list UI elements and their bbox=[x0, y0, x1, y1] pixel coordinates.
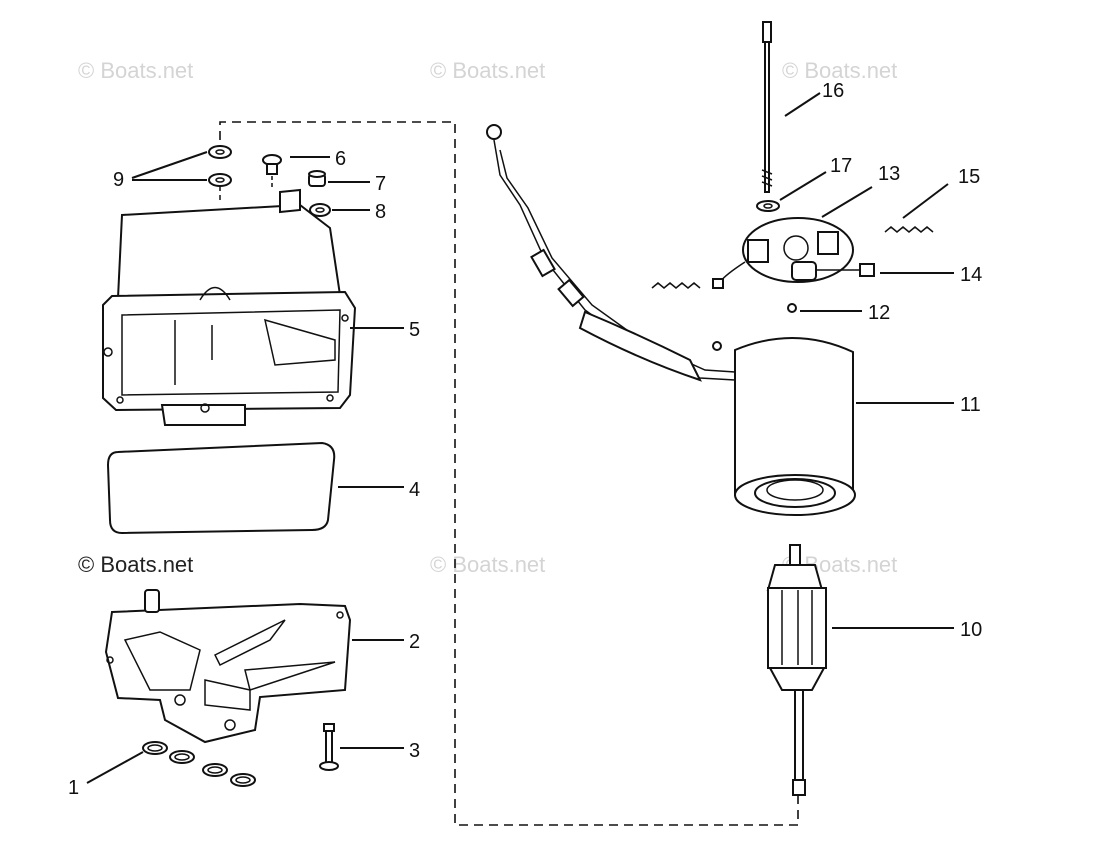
callout-4: 4 bbox=[409, 479, 420, 501]
callout-6: 6 bbox=[335, 148, 346, 170]
callout-14: 14 bbox=[960, 264, 982, 286]
callout-15: 15 bbox=[958, 166, 980, 188]
callout-11: 11 bbox=[960, 394, 981, 416]
spring bbox=[651, 282, 701, 289]
watermark: © Boats.net bbox=[430, 552, 545, 577]
assembly-dashed-line bbox=[219, 121, 799, 826]
watermark: © Boats.net bbox=[430, 58, 545, 83]
callout-2: 2 bbox=[409, 631, 420, 653]
part-7-plug bbox=[308, 170, 326, 187]
callout-17: 17 bbox=[830, 155, 852, 177]
callout-10: 10 bbox=[960, 619, 982, 641]
part-4-gasket bbox=[106, 441, 336, 535]
callout-12: 12 bbox=[868, 302, 890, 324]
part-5-housing bbox=[102, 188, 357, 426]
callout-9: 9 bbox=[113, 169, 124, 191]
callout-5: 5 bbox=[409, 319, 420, 341]
part-1-o-rings bbox=[142, 741, 256, 787]
watermark: © Boats.net bbox=[782, 58, 897, 83]
part-10-armature bbox=[766, 544, 827, 796]
part-12-ball bbox=[787, 303, 797, 313]
callout-1: 1 bbox=[68, 777, 79, 799]
watermark: © Boats.net bbox=[78, 58, 193, 83]
callout-7: 7 bbox=[375, 173, 386, 195]
part-2-base bbox=[104, 589, 352, 744]
part-8-washer bbox=[309, 203, 331, 217]
part-13-brush-plate bbox=[712, 217, 875, 289]
part-6-fitting bbox=[262, 154, 282, 190]
part-3-screw bbox=[319, 723, 339, 771]
cable-harness bbox=[486, 124, 736, 382]
part-16-through-bolt bbox=[761, 21, 773, 193]
part-15-spring bbox=[884, 226, 934, 233]
callout-16: 16 bbox=[822, 80, 844, 102]
part-17-washer bbox=[756, 200, 780, 212]
callout-3: 3 bbox=[409, 740, 420, 762]
watermark: © Boats.net bbox=[78, 552, 193, 577]
callout-8: 8 bbox=[375, 201, 386, 223]
callout-13: 13 bbox=[878, 163, 900, 185]
part-9-washers bbox=[208, 145, 232, 200]
part-11-motor-housing bbox=[734, 337, 856, 516]
leader-lines bbox=[86, 92, 954, 784]
